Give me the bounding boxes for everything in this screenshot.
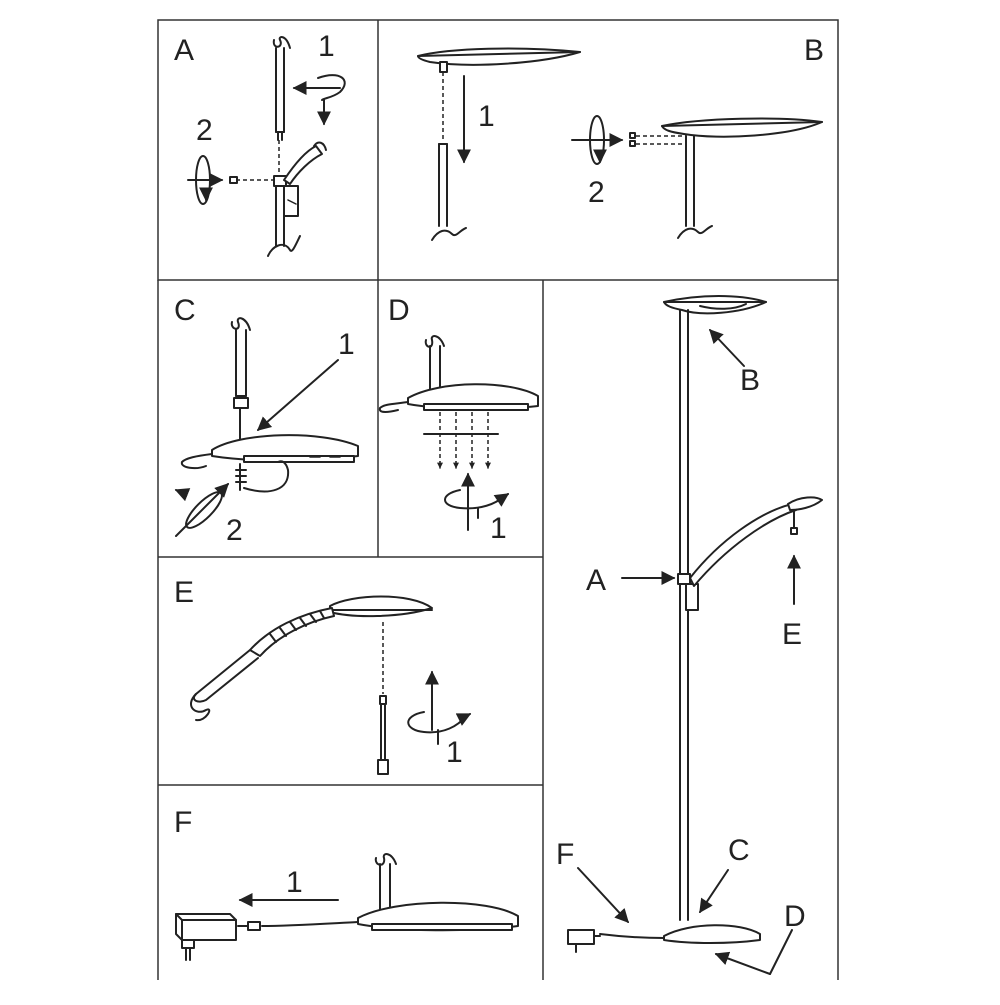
panel-a-step-1: 1 [318, 30, 335, 63]
panel-f-label: F [174, 806, 192, 839]
overview-lamp [567, 295, 823, 953]
panel-c: C 1 2 [174, 294, 359, 547]
overview-callouts: B A E C F D [556, 328, 806, 975]
panel-f: F 1 [174, 806, 519, 961]
panel-d: D 1 [378, 294, 539, 545]
panel-grid [157, 19, 839, 980]
callout-f: F [556, 838, 574, 871]
callout-d: D [784, 900, 806, 933]
panel-d-label: D [388, 294, 410, 327]
callout-e: E [782, 618, 802, 651]
panel-b-label: B [804, 34, 824, 67]
panel-c-step-2: 2 [226, 514, 243, 547]
panel-a-step-2: 2 [196, 114, 213, 147]
callout-c: C [728, 834, 750, 867]
callout-a: A [586, 564, 606, 597]
panel-e-label: E [174, 576, 194, 609]
panel-c-step-1: 1 [338, 328, 355, 361]
panel-a: A 1 2 [174, 30, 346, 257]
callout-b: B [740, 364, 760, 397]
panel-e: E 1 [174, 576, 472, 775]
panel-b: B 1 2 [417, 34, 824, 241]
panel-c-label: C [174, 294, 196, 327]
panel-d-step-1: 1 [490, 512, 507, 545]
panel-e-step-1: 1 [446, 736, 463, 769]
panel-f-step-1: 1 [286, 866, 303, 899]
panel-a-label: A [174, 34, 194, 67]
panel-b-step-2: 2 [588, 176, 605, 209]
panel-b-step-1: 1 [478, 100, 495, 133]
